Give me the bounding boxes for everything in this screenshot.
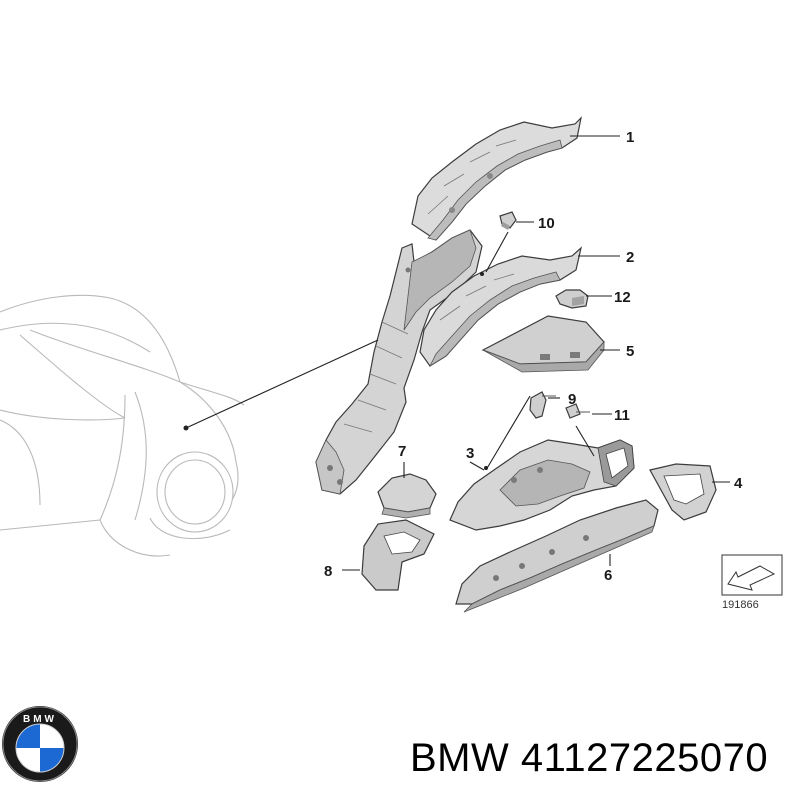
part-11-bolt bbox=[565, 403, 590, 419]
callout-12: 12 bbox=[614, 289, 631, 306]
part-3-wheel-house bbox=[449, 439, 635, 531]
callout-5: 5 bbox=[626, 343, 634, 360]
car-outline bbox=[0, 294, 245, 557]
part-12-bracket bbox=[555, 289, 589, 309]
part-1-wheel-arch-upper bbox=[411, 116, 582, 241]
callout-3: 3 bbox=[466, 445, 474, 462]
callout-8: 8 bbox=[324, 563, 332, 580]
part-number-caption: BMW 41127225070 bbox=[410, 736, 769, 780]
callout-6: 6 bbox=[604, 567, 612, 584]
part-4-end-piece bbox=[649, 463, 717, 521]
part-8-bracket-plate bbox=[361, 519, 435, 591]
part-10-bracket bbox=[499, 211, 517, 230]
logo-text: BMW bbox=[23, 714, 57, 725]
part-6-sill-member bbox=[455, 499, 659, 613]
callout-1: 1 bbox=[626, 129, 634, 146]
callout-9: 9 bbox=[568, 391, 576, 408]
callout-11: 11 bbox=[614, 407, 630, 424]
callout-7: 7 bbox=[398, 443, 406, 460]
callout-4: 4 bbox=[734, 475, 743, 492]
reference-arrow-icon bbox=[727, 565, 776, 591]
leader-lines bbox=[183, 135, 730, 571]
main-side-panel bbox=[315, 229, 483, 495]
reference-number: 191866 bbox=[722, 599, 759, 611]
bmw-roundel-icon: BMW bbox=[2, 706, 78, 782]
part-9-bracket bbox=[529, 391, 556, 419]
callout-10: 10 bbox=[538, 215, 555, 232]
part-7-cover-cap bbox=[377, 473, 437, 519]
part-5-floor-panel bbox=[481, 315, 605, 373]
part-2-wheel-arch-inner bbox=[419, 246, 582, 368]
reference-box: 191866 bbox=[721, 554, 783, 611]
callout-2: 2 bbox=[626, 249, 634, 266]
